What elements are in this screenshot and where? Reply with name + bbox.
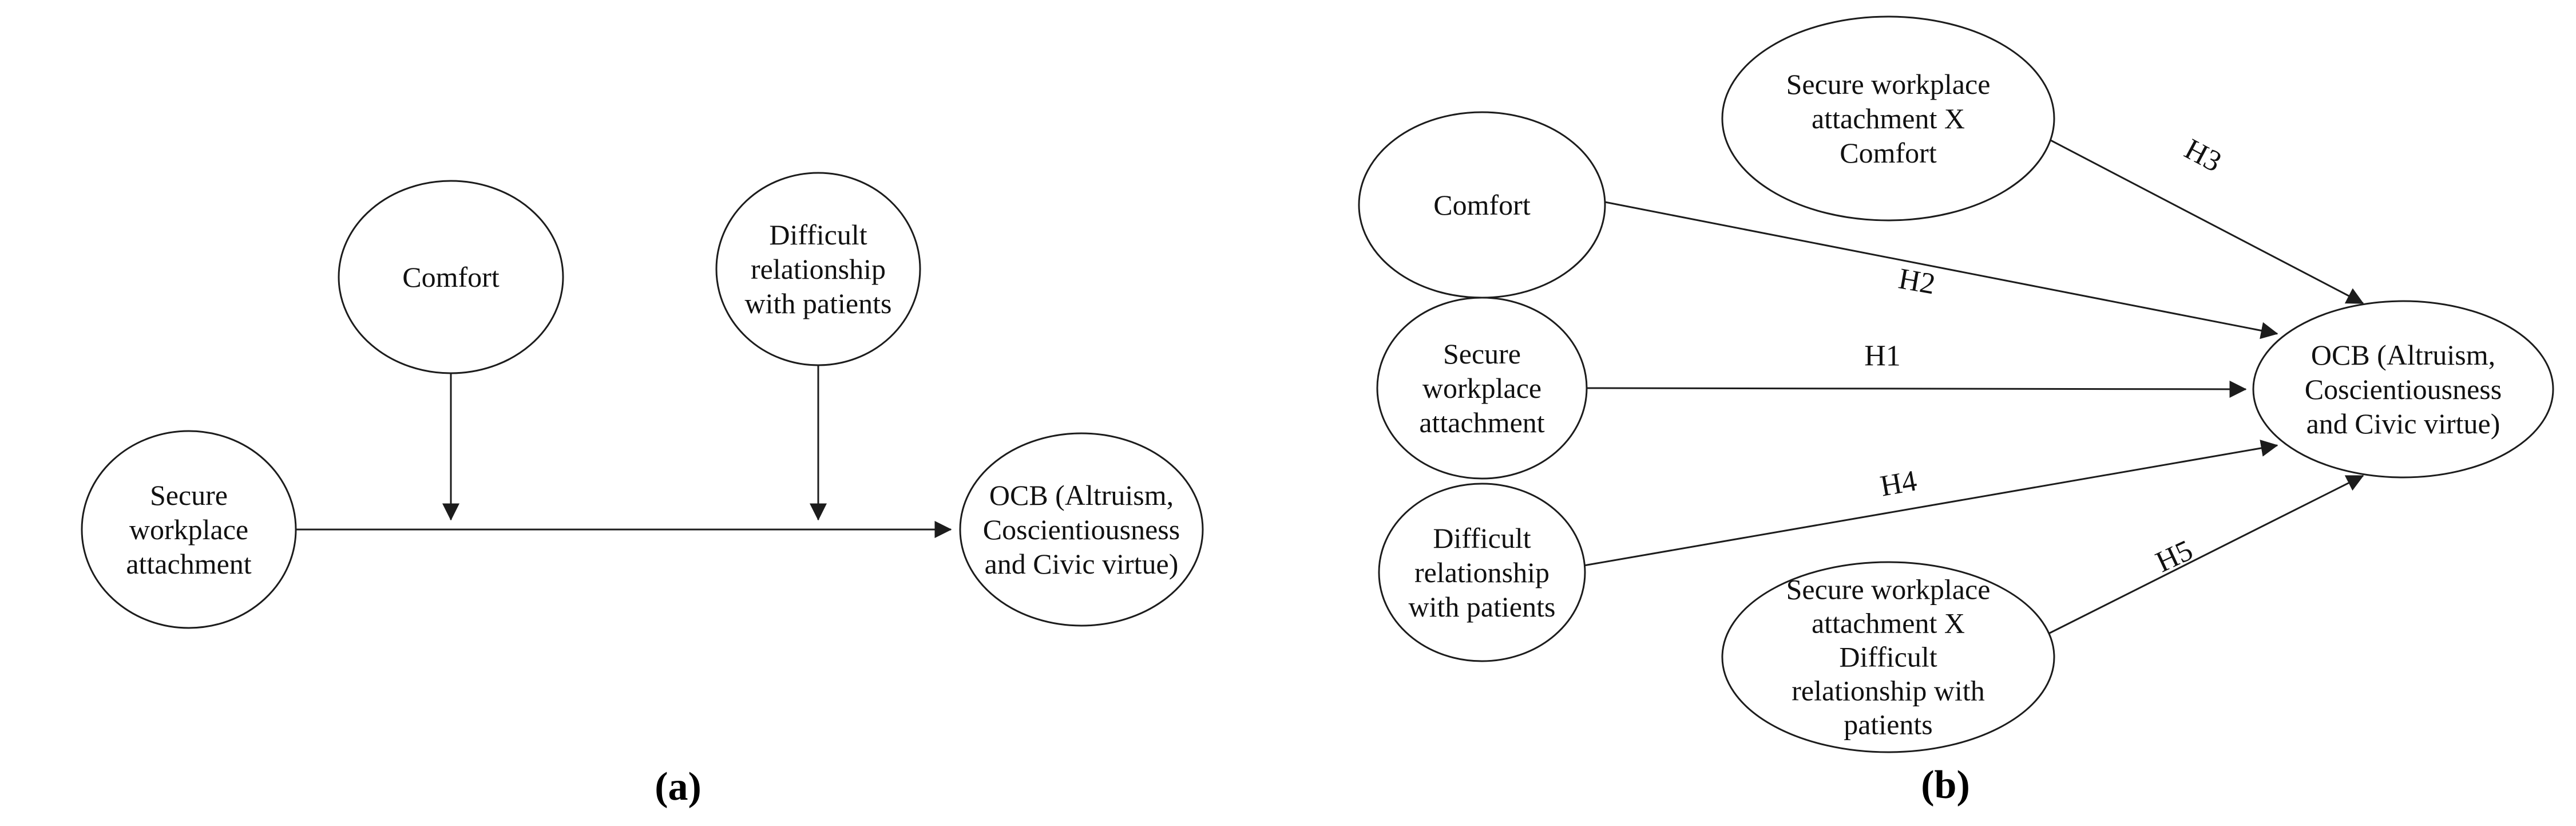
node-comfort-a-label: Comfort xyxy=(402,261,500,293)
node-comfort-b-label: Comfort xyxy=(1433,189,1531,221)
node-secure-b-label: Secure workplace attachment xyxy=(1419,338,1545,438)
node-swa-x-difficult-label: Secure workplace attachment X Difficult … xyxy=(1786,573,1991,741)
node-secure-a-label: Secure workplace attachment xyxy=(126,479,252,580)
arrow-h4 xyxy=(1583,440,2278,567)
node-ocb-a-label: OCB (Altruism, Coscientiousness and Civi… xyxy=(982,479,1180,580)
node-ocb-a-ellipse xyxy=(959,432,1204,627)
caption-panel-a: (a) xyxy=(655,765,702,809)
panel-b xyxy=(1358,15,2554,753)
node-comfort-a-ellipse xyxy=(338,180,564,374)
node-difficult-a-label: Difficult relationship with patients xyxy=(744,219,892,319)
arrow-h3 xyxy=(2047,137,2364,305)
caption-panel-b: (b) xyxy=(1921,763,1970,807)
arrow-h2 xyxy=(1602,200,2278,339)
node-difficult-a-ellipse xyxy=(715,172,921,366)
hypothesis-label-h2: H2 xyxy=(1896,262,1938,301)
panel-a xyxy=(81,172,1204,629)
node-secure-b-ellipse xyxy=(1376,297,1588,480)
node-swa-x-difficult-ellipse xyxy=(1721,561,2055,753)
node-secure-a-ellipse xyxy=(81,430,297,629)
node-difficult-b-label: Difficult relationship with patients xyxy=(1408,522,1556,623)
hypothesis-label-h1: H1 xyxy=(1864,339,1901,373)
node-ocb-b-label: OCB (Altruism, Coscientiousness and Civi… xyxy=(2304,339,2502,440)
node-swa-x-comfort-ellipse xyxy=(1721,15,2055,222)
node-swa-x-comfort-label: Secure workplace attachment X Comfort xyxy=(1786,68,1991,169)
node-ocb-b-ellipse xyxy=(2252,300,2554,479)
node-difficult-b-ellipse xyxy=(1378,483,1586,662)
arrow-h1 xyxy=(1586,380,2247,398)
hypothesis-label-h4: H4 xyxy=(1877,464,1920,503)
arrow-h5 xyxy=(2047,475,2364,635)
